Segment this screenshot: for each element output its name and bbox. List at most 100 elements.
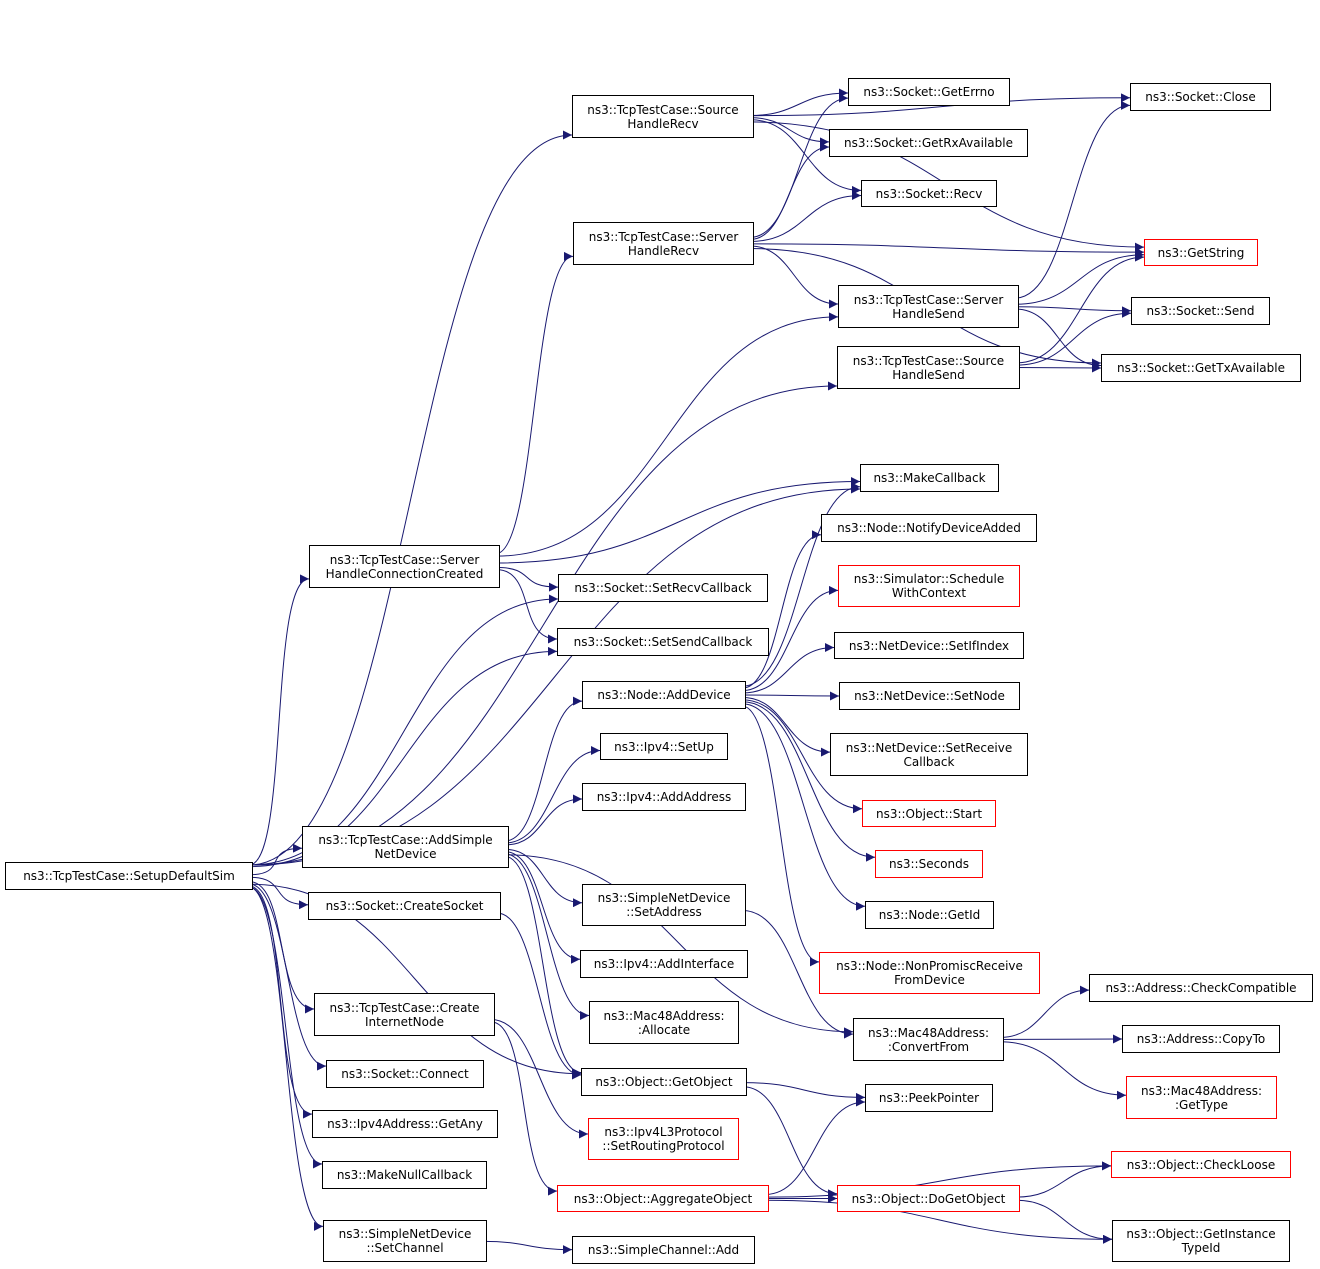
- edge-add-simple-net-device-to-simple-net-device-set-address: [504, 848, 583, 908]
- edge-source-handle-recv-to-get-rx-available: [749, 117, 830, 147]
- node-socket-set-send-callback[interactable]: ns3::Socket::SetSendCallback: [557, 628, 769, 656]
- edge-add-simple-net-device-to-ipv4-add-interface: [504, 851, 581, 964]
- edge-server-handle-recv-to-get-errno: [749, 93, 849, 238]
- node-object-start[interactable]: ns3::Object::Start: [862, 800, 996, 827]
- node-socket-get-rx-available[interactable]: ns3::Socket::GetRxAvailable: [829, 129, 1028, 157]
- edge-setup-default-sim-to-add-simple-net-device: [248, 843, 303, 876]
- edge-server-handle-conn-to-server-handle-recv: [495, 251, 574, 555]
- node-object-aggregate-object[interactable]: ns3::Object::AggregateObject: [557, 1185, 769, 1212]
- edge-add-simple-net-device-to-ipv4-set-up: [504, 746, 601, 844]
- node-node-add-device[interactable]: ns3::Node::AddDevice: [582, 681, 746, 709]
- edge-object-aggregate-to-peek-pointer: [764, 1097, 866, 1195]
- node-socket-create-socket[interactable]: ns3::Socket::CreateSocket: [308, 892, 501, 920]
- node-object-get-object[interactable]: ns3::Object::GetObject: [581, 1068, 747, 1096]
- edge-server-handle-conn-to-server-handle-send: [495, 312, 839, 557]
- edge-node-add-device-to-object-start: [741, 699, 863, 814]
- edge-node-add-device-to-set-if-index: [741, 643, 835, 694]
- node-mac48-address-allocate[interactable]: ns3::Mac48Address::Allocate: [589, 1001, 739, 1044]
- edge-mac48-convert-from-to-mac48-get-type: [999, 1041, 1127, 1100]
- node-peek-pointer[interactable]: ns3::PeekPointer: [865, 1084, 993, 1112]
- edge-object-get-object-to-peek-pointer: [742, 1082, 866, 1102]
- edge-add-simple-net-device-to-mac48-convert-from: [504, 854, 854, 1037]
- edge-setup-default-sim-to-create-socket: [248, 876, 309, 910]
- edge-node-add-device-to-set-node: [741, 691, 840, 701]
- edge-setup-default-sim-to-socket-connect: [248, 883, 327, 1071]
- node-socket-close[interactable]: ns3::Socket::Close: [1130, 83, 1271, 111]
- node-node-get-id[interactable]: ns3::Node::GetId: [865, 901, 994, 929]
- node-socket-get-tx-available[interactable]: ns3::Socket::GetTxAvailable: [1101, 354, 1301, 382]
- edge-simple-net-device-set-address-to-mac48-convert-from: [741, 909, 854, 1039]
- edge-server-handle-recv-to-get-rx-available: [749, 142, 830, 240]
- node-socket-connect[interactable]: ns3::Socket::Connect: [326, 1060, 484, 1088]
- node-make-null-callback[interactable]: ns3::MakeNullCallback: [322, 1161, 487, 1189]
- edge-create-internet-node-to-ipv4l3-set-routing: [490, 1019, 589, 1139]
- edge-setup-default-sim-to-simple-net-device-set-channel: [248, 886, 324, 1231]
- node-ipv4-address-get-any[interactable]: ns3::Ipv4Address::GetAny: [312, 1110, 498, 1138]
- node-socket-get-errno[interactable]: ns3::Socket::GetErrno: [848, 78, 1010, 106]
- node-get-string[interactable]: ns3::GetString: [1144, 239, 1258, 266]
- edge-add-simple-net-device-to-ipv4-add-address: [504, 794, 583, 846]
- edge-source-handle-send-to-get-tx-available: [1015, 363, 1102, 373]
- node-ipv4l3protocol-set-routing-protocol[interactable]: ns3::Ipv4L3Protocol::SetRoutingProtocol: [588, 1118, 739, 1160]
- node-simple-channel-add[interactable]: ns3::SimpleChannel::Add: [572, 1236, 755, 1264]
- node-address-copy-to[interactable]: ns3::Address::CopyTo: [1122, 1025, 1280, 1053]
- node-socket-set-recv-callback[interactable]: ns3::Socket::SetRecvCallback: [558, 574, 768, 602]
- node-simple-net-device-set-address[interactable]: ns3::SimpleNetDevice::SetAddress: [582, 884, 746, 926]
- node-socket-recv[interactable]: ns3::Socket::Recv: [861, 180, 997, 207]
- edge-object-get-object-to-object-do-get-object: [742, 1086, 838, 1199]
- node-object-check-loose[interactable]: ns3::Object::CheckLoose: [1111, 1151, 1291, 1178]
- node-make-callback[interactable]: ns3::MakeCallback: [860, 464, 999, 492]
- node-ipv4-add-address[interactable]: ns3::Ipv4::AddAddress: [582, 783, 746, 811]
- edge-add-simple-net-device-to-object-get-object: [504, 855, 582, 1078]
- edge-server-handle-conn-to-set-recv-callback: [495, 566, 559, 592]
- edge-node-add-device-to-set-receive-callback: [741, 696, 831, 757]
- edge-setup-default-sim-to-source-handle-recv: [248, 130, 573, 866]
- edge-object-do-get-object-to-object-check-loose: [1015, 1161, 1112, 1198]
- edge-setup-default-sim-to-make-null-callback: [248, 886, 323, 1169]
- node-netdevice-set-node[interactable]: ns3::NetDevice::SetNode: [839, 682, 1020, 710]
- edge-server-handle-conn-to-make-callback: [495, 477, 861, 564]
- edge-server-handle-send-to-get-tx-available: [1014, 308, 1102, 370]
- node-ipv4-set-up[interactable]: ns3::Ipv4::SetUp: [600, 733, 728, 760]
- node-seconds[interactable]: ns3::Seconds: [875, 850, 983, 878]
- node-mac48-address-convert-from[interactable]: ns3::Mac48Address::ConvertFrom: [853, 1018, 1004, 1061]
- edge-simple-net-device-set-channel-to-simple-channel-add: [482, 1240, 573, 1255]
- node-address-check-compatible[interactable]: ns3::Address::CheckCompatible: [1089, 974, 1313, 1002]
- edge-source-handle-recv-to-get-errno: [749, 88, 849, 116]
- edge-source-handle-recv-to-socket-close: [749, 93, 1131, 117]
- edge-mac48-convert-from-to-address-check-compatible: [999, 985, 1090, 1038]
- edge-create-internet-node-to-object-aggregate: [490, 1021, 558, 1196]
- edge-source-handle-send-to-socket-send: [1015, 308, 1132, 366]
- node-notify-device-added[interactable]: ns3::Node::NotifyDeviceAdded: [821, 514, 1037, 542]
- node-ipv4-add-interface[interactable]: ns3::Ipv4::AddInterface: [580, 950, 748, 978]
- edge-server-handle-send-to-get-string: [1014, 250, 1145, 305]
- edge-node-add-device-to-make-callback: [741, 482, 861, 687]
- edge-setup-default-sim-to-source-handle-send: [248, 381, 838, 866]
- node-socket-send[interactable]: ns3::Socket::Send: [1131, 297, 1270, 325]
- edge-node-add-device-to-seconds: [741, 701, 876, 862]
- node-mac48-address-get-type[interactable]: ns3::Mac48Address::GetType: [1126, 1076, 1277, 1119]
- edge-object-aggregate-to-object-check-loose: [764, 1161, 1112, 1198]
- edge-node-add-device-to-schedule-with-context: [741, 585, 839, 692]
- node-simple-net-device-set-channel[interactable]: ns3::SimpleNetDevice::SetChannel: [323, 1220, 487, 1262]
- edge-node-add-device-to-non-promisc-receive: [741, 705, 820, 967]
- edge-server-handle-send-to-socket-close: [1014, 100, 1131, 299]
- edge-server-handle-recv-to-server-handle-send: [749, 245, 839, 309]
- edge-node-add-device-to-notify-device-added: [741, 530, 822, 689]
- node-object-do-get-object[interactable]: ns3::Object::DoGetObject: [837, 1185, 1020, 1212]
- edge-server-handle-recv-to-get-string: [749, 243, 1145, 257]
- node-setup-default-sim[interactable]: ns3::TcpTestCase::SetupDefaultSim: [5, 862, 253, 890]
- node-netdevice-set-if-index[interactable]: ns3::NetDevice::SetIfIndex: [834, 632, 1024, 659]
